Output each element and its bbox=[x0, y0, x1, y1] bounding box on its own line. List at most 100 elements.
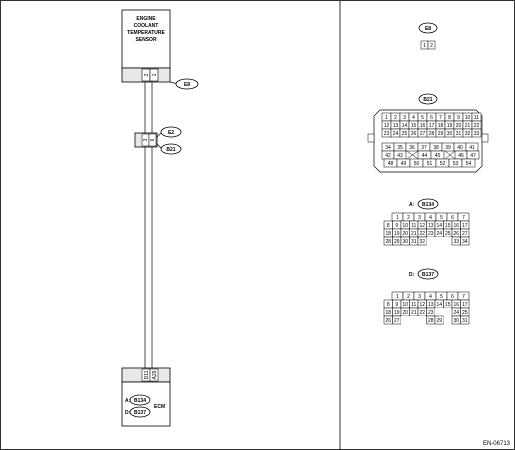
connector-pin: 26 bbox=[385, 318, 391, 324]
connector-pin: 15 bbox=[445, 223, 451, 229]
connector-pin: 20 bbox=[402, 231, 408, 237]
connector-pin: 13 bbox=[428, 302, 434, 308]
connector-pin: 10 bbox=[402, 302, 408, 308]
ecm-pin-label: D11 bbox=[144, 370, 150, 379]
connector-pin: 12 bbox=[419, 302, 425, 308]
connector-pin: 24 bbox=[453, 310, 459, 316]
connector-pin: 23 bbox=[384, 131, 390, 137]
connector-pin: 30 bbox=[447, 131, 453, 137]
connector-pin: 16 bbox=[420, 123, 426, 129]
connector-pin: 21 bbox=[411, 231, 417, 237]
connector-pin: 28 bbox=[385, 239, 391, 245]
pin-cell bbox=[401, 316, 410, 324]
connector-pin: 46 bbox=[458, 153, 464, 159]
sensor-pin-label: 1 bbox=[152, 73, 158, 76]
connector-pin: 14 bbox=[436, 302, 442, 308]
joint-pin-label: 3 bbox=[143, 138, 149, 141]
sensor-pin-label: 2 bbox=[144, 73, 150, 76]
connector-pin: 12 bbox=[419, 223, 425, 229]
joint-connector: 3 6 E2 B21 bbox=[134, 126, 182, 155]
connector-pin: 8 bbox=[387, 223, 390, 229]
pin-cell bbox=[443, 308, 452, 316]
connector-pin: 33 bbox=[453, 239, 459, 245]
connector-pin: 25 bbox=[462, 310, 468, 316]
connector-pin: 25 bbox=[445, 231, 451, 237]
connector-pin: 7 bbox=[439, 115, 442, 121]
connector-pin: 43 bbox=[397, 153, 403, 159]
connector-pin: 14 bbox=[402, 123, 408, 129]
connector-pin: 34 bbox=[385, 145, 391, 151]
connector-pin: 51 bbox=[427, 161, 433, 167]
harness-wires bbox=[144, 82, 153, 368]
sensor-title-line: COOLANT bbox=[134, 23, 159, 29]
connector-pin: 5 bbox=[440, 294, 443, 300]
connector-pin: 4 bbox=[429, 294, 432, 300]
ecm-pin-label: A29 bbox=[152, 370, 158, 379]
connector-pin: 1 bbox=[423, 43, 426, 49]
connector-pin: 5 bbox=[421, 115, 424, 121]
connector-label: B134 bbox=[134, 398, 146, 404]
connector-label: B21 bbox=[423, 97, 432, 103]
connector-pin: 9 bbox=[395, 223, 398, 229]
connector-pin: 32 bbox=[419, 239, 425, 245]
connector-pin: 28 bbox=[429, 131, 435, 137]
connector-pin: 31 bbox=[411, 239, 417, 245]
connector-pin: 9 bbox=[395, 302, 398, 308]
connector-pin: 16 bbox=[453, 302, 459, 308]
connector-pin: 26 bbox=[453, 231, 459, 237]
connector-pin: 14 bbox=[436, 223, 442, 229]
pin-cell bbox=[460, 315, 470, 325]
connector-pin: 30 bbox=[402, 239, 408, 245]
connector-pin: 3 bbox=[418, 294, 421, 300]
connector-pin: 21 bbox=[411, 310, 417, 316]
connector-pin: 4 bbox=[429, 215, 432, 221]
connector-pin: 28 bbox=[428, 318, 434, 324]
connector-pin: 6 bbox=[451, 294, 454, 300]
ecm-connector-prefix: D: bbox=[125, 410, 131, 416]
connector-pin: 3 bbox=[403, 115, 406, 121]
sensor-title-line: SENSOR bbox=[135, 37, 157, 43]
ecm-unit: D11 A29 A: B134 D: B137 ECM bbox=[121, 367, 171, 427]
connector-pin: 22 bbox=[419, 310, 425, 316]
connector-pin: 20 bbox=[402, 310, 408, 316]
connector-pin: 27 bbox=[420, 131, 426, 137]
pin-cell bbox=[435, 237, 444, 245]
connector-pin: 11 bbox=[411, 223, 416, 229]
connector-pin: 18 bbox=[385, 231, 391, 237]
pin-cell bbox=[471, 128, 482, 138]
connector-pin: 47 bbox=[470, 153, 476, 159]
connector-label: E8 bbox=[425, 26, 431, 32]
connector-label: B134 bbox=[422, 202, 434, 208]
connector-pin: 49 bbox=[401, 161, 407, 167]
connector-pin: 22 bbox=[419, 231, 425, 237]
connector-pin: 11 bbox=[474, 115, 479, 121]
connector-prefix: D: bbox=[409, 272, 415, 278]
connector-pin: 1 bbox=[385, 115, 388, 121]
ecm-label: ECM bbox=[154, 404, 165, 410]
connector-pin: 25 bbox=[402, 131, 408, 137]
connector-label: E8 bbox=[184, 82, 190, 88]
connector-pin: 24 bbox=[393, 131, 399, 137]
pin-cell bbox=[443, 316, 452, 324]
connector-pin: 20 bbox=[456, 123, 462, 129]
connector-pin: 2 bbox=[407, 294, 410, 300]
connector-pin: 10 bbox=[402, 223, 408, 229]
connector-pin: 19 bbox=[394, 310, 400, 316]
connector-pin: 40 bbox=[457, 145, 463, 151]
connector-pin: 26 bbox=[411, 131, 417, 137]
connector-pin: 37 bbox=[421, 145, 427, 151]
connector-label: B21 bbox=[166, 147, 175, 153]
connector-pin: 38 bbox=[433, 145, 439, 151]
connector-pin: 29 bbox=[436, 318, 442, 324]
connector-pin: 50 bbox=[414, 161, 420, 167]
connector-pin: 1 bbox=[396, 215, 399, 221]
connector-pin: 12 bbox=[384, 123, 390, 129]
connector-pin: 13 bbox=[393, 123, 399, 129]
connector-pin: 29 bbox=[394, 239, 400, 245]
connector-pin: 34 bbox=[462, 239, 468, 245]
connector-label: E2 bbox=[168, 130, 174, 136]
connector-pin: 6 bbox=[430, 115, 433, 121]
